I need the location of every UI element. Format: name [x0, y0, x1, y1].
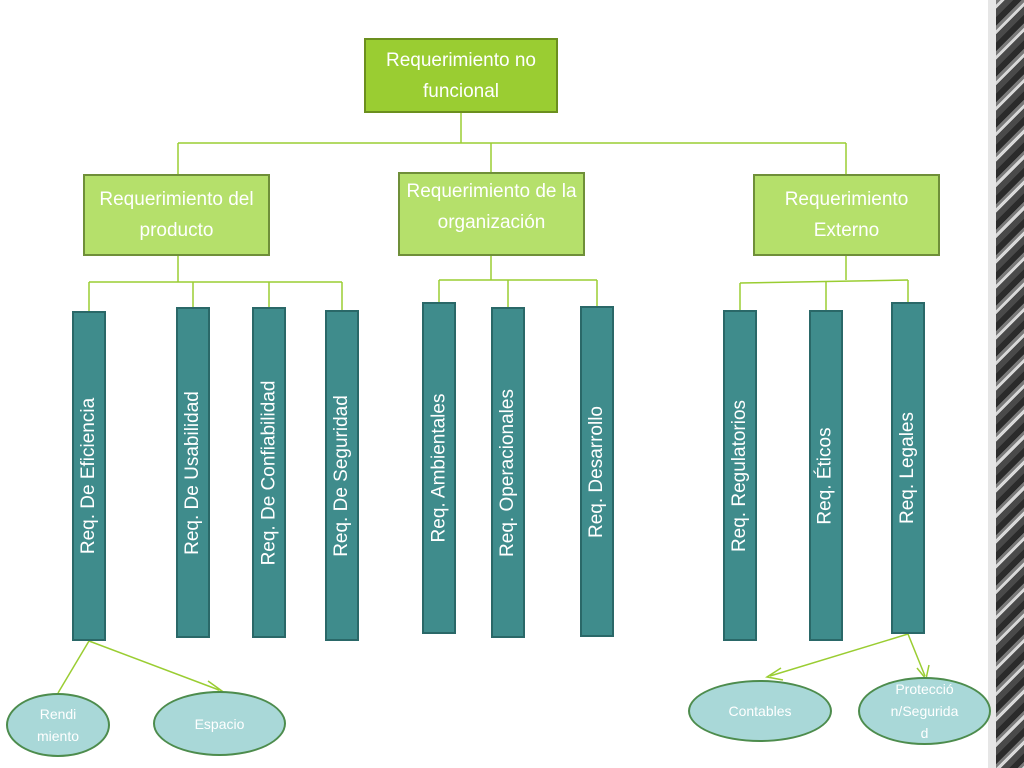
leaf-label: Req. Éticos	[815, 426, 836, 525]
connector-lines	[57, 113, 930, 694]
branch-label: Requerimiento de la organización	[406, 181, 577, 233]
leaf-label: Req. Desarrollo	[586, 405, 607, 538]
root-label: Requerimiento no funcional	[386, 49, 536, 102]
leaf-label: Req. De Eficiencia	[78, 397, 100, 555]
leaf-operacionales: Req. Operacionales	[491, 307, 525, 638]
arrowhead	[765, 667, 784, 681]
leaf-eticos: Req. Éticos	[809, 310, 843, 641]
connector	[57, 640, 90, 694]
branch-externo: Requerimiento Externo	[753, 174, 940, 256]
leaf-seguridad: Req. De Seguridad	[325, 310, 359, 641]
oval-rendimiento: Rendimiento	[6, 693, 110, 757]
oval-label: Espacio	[194, 715, 245, 732]
leaf-usabilidad: Req. De Usabilidad	[176, 307, 210, 638]
oval-label: Protección/Seguridad	[890, 681, 959, 741]
leaf-eficiencia: Req. De Eficiencia	[72, 311, 106, 641]
branch-label: Requerimiento Externo	[784, 189, 909, 241]
branch-label: Requerimiento del producto	[99, 189, 254, 241]
oval-proteccion: Protección/Seguridad	[858, 677, 991, 745]
connector	[769, 633, 909, 677]
oval-label: Rendimiento	[36, 706, 80, 744]
oval-espacio: Espacio	[153, 691, 286, 756]
leaf-ambientales: Req. Ambientales	[422, 302, 456, 634]
connector	[88, 640, 220, 691]
leaf-label: Req. Operacionales	[497, 388, 518, 557]
leaf-label: Req. De Usabilidad	[182, 390, 204, 555]
connector	[739, 279, 909, 284]
leaf-legales: Req. Legales	[891, 302, 925, 634]
leaf-regulatorios: Req. Regulatorios	[723, 310, 757, 641]
oval-label: Contables	[728, 703, 792, 719]
leaf-label: Req. Regulatorios	[729, 399, 750, 552]
leaf-confiabilidad: Req. De Confiabilidad	[252, 307, 286, 638]
leaf-label: Req. Legales	[897, 412, 918, 524]
branch-producto: Requerimiento del producto	[83, 174, 270, 256]
leaf-label: Req. De Confiabilidad	[258, 380, 279, 565]
oval-contables: Contables	[688, 680, 832, 742]
leaf-desarrollo: Req. Desarrollo	[580, 306, 614, 637]
leaf-label: Req. Ambientales	[428, 393, 450, 543]
connector	[907, 633, 926, 677]
leaf-label: Req. De Seguridad	[331, 394, 353, 557]
branch-organizacion: Requerimiento de la organización	[398, 172, 585, 256]
root-node: Requerimiento no funcional	[364, 38, 558, 113]
slide-frame-edge	[988, 0, 1024, 768]
